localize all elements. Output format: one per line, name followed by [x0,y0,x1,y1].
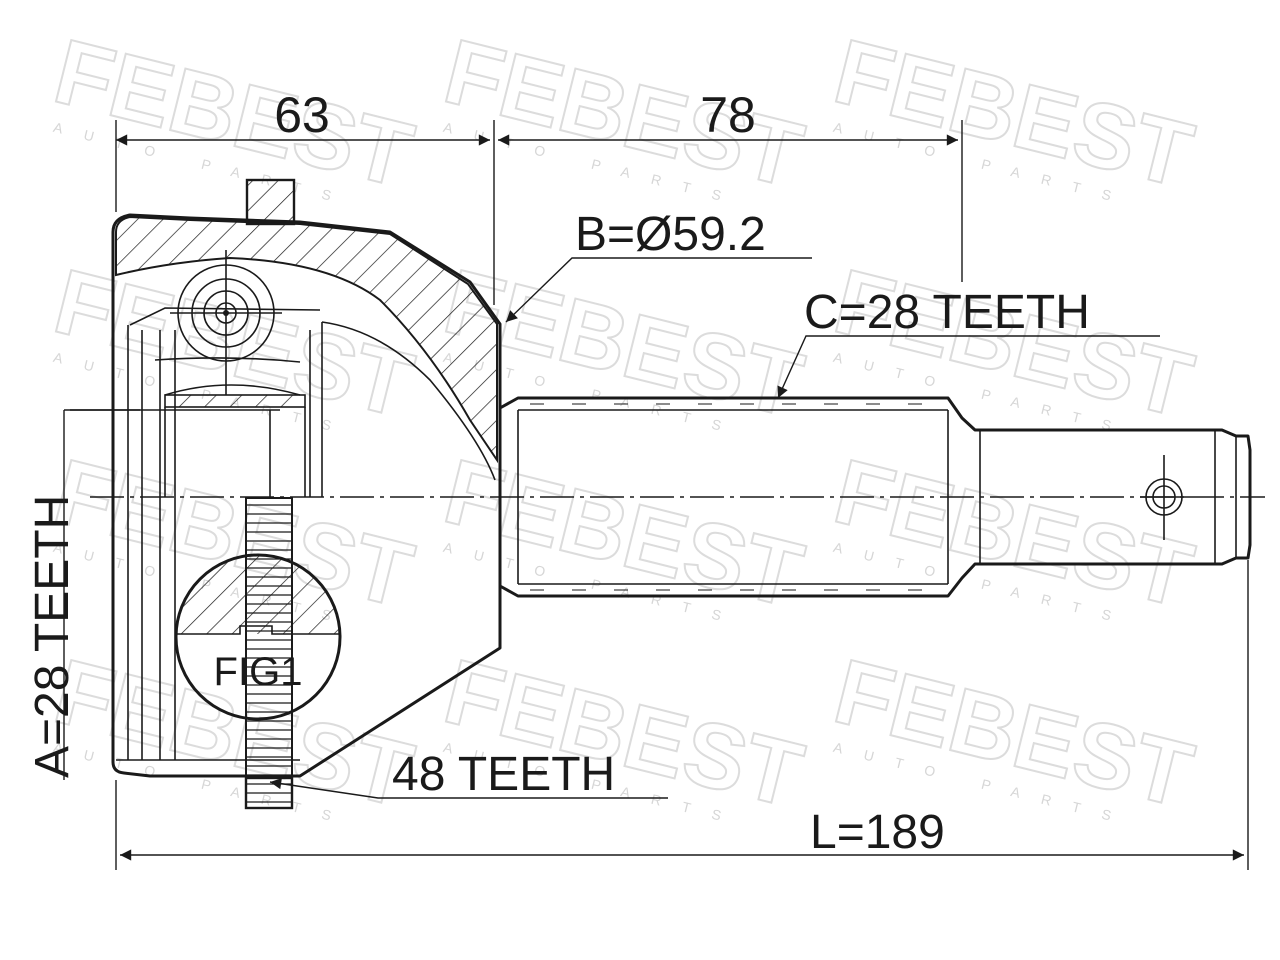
dim-48-label: 48 TEETH [392,748,615,801]
spline-marks [530,403,922,591]
shaft [499,396,1252,598]
dim-b-label: B=Ø59.2 [575,208,766,261]
fig1-label: FIG1 [214,650,303,694]
dim-c-label: C=28 TEETH [804,286,1090,339]
dimension-labels: 63 78 B=Ø59.2 C=28 TEETH 48 TEETH L=189 … [26,87,1090,859]
dim-48-leader [269,778,668,799]
dim-63-label: 63 [274,87,330,143]
dim-78-label: 78 [700,87,756,143]
dim-l-label: L=189 [810,806,945,859]
bolt-top [245,178,296,226]
dimension-lines [63,120,1249,870]
dim-b-leader [505,257,812,323]
dim-a-label: A=28 TEETH [26,495,79,778]
dim-c-leader [777,335,1160,399]
